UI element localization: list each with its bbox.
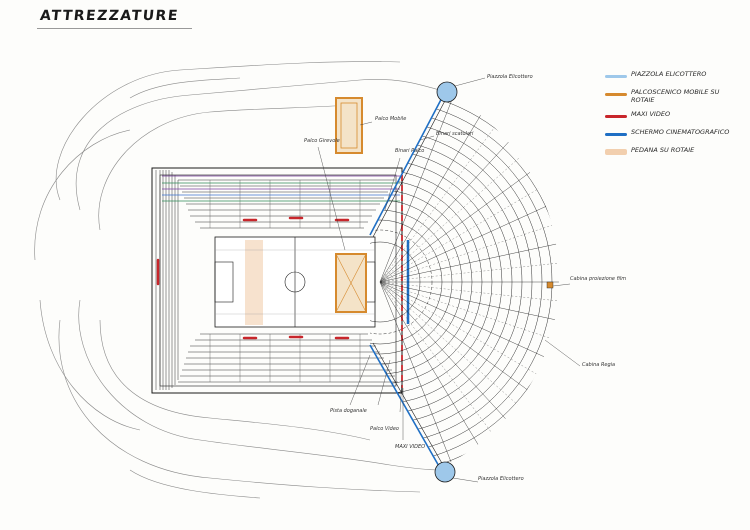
label-palco-girevole: Palco Girevole <box>304 138 340 144</box>
legend-swatch-mobile-stage <box>605 93 627 96</box>
helipad-bottom <box>434 461 456 483</box>
label-maxi-video: MAXI VIDEO <box>395 444 425 450</box>
label-cabina-regia: Cabina Regia <box>582 362 615 368</box>
legend-label-maxi-video: MAXI VIDEO <box>631 110 671 118</box>
rail-lines <box>162 175 400 202</box>
legend: PIAZZOLA ELICOTTERO PALCOSCENICO MOBILE … <box>605 70 745 164</box>
label-palco-mobile: Palco Mobile <box>375 116 406 122</box>
revolving-stage <box>335 253 367 313</box>
label-binari-rotaie: Binari Palco <box>395 148 424 154</box>
label-binari-scatolari: Binari scatolari <box>436 131 474 137</box>
legend-label-platform: PEDANA SU ROTAIE <box>631 146 695 154</box>
legend-label-helipad: PIAZZOLA ELICOTTERO <box>631 70 707 78</box>
legend-swatch-platform <box>605 149 627 155</box>
label-cabina-proiezione: Cabina proiezione film <box>570 276 626 282</box>
label-pista-dogana: Pista doganale <box>330 408 367 414</box>
legend-item-maxi-video: MAXI VIDEO <box>605 110 745 126</box>
legend-item-cinema-screen: SCHERMO CINEMATOGRAFICO <box>605 128 745 144</box>
maxi-video-markers <box>156 216 350 340</box>
annotations: Piazzola Elicottero Piazzola Elicottero … <box>304 74 626 482</box>
legend-swatch-maxi-video <box>605 115 627 118</box>
movable-platform-shape <box>245 240 263 325</box>
legend-label-mobile-stage: PALCOSCENICO MOBILE SU ROTAIE <box>631 88 720 104</box>
legend-swatch-cinema-screen <box>605 133 627 136</box>
terrain-contours <box>34 61 441 499</box>
legend-item-platform: PEDANA SU ROTAIE <box>605 146 745 162</box>
legend-label-cinema-screen: SCHERMO CINEMATOGRAFICO <box>631 128 730 136</box>
projection-cabin <box>546 281 554 289</box>
legend-item-mobile-stage: PALCOSCENICO MOBILE SU ROTAIE <box>605 88 745 108</box>
legend-item-helipad: PIAZZOLA ELICOTTERO <box>605 70 745 86</box>
fan-edge-rails <box>369 91 446 469</box>
title-underline <box>37 28 192 29</box>
label-heli-top: Piazzola Elicottero <box>487 74 533 80</box>
arena-structure <box>151 167 403 394</box>
label-palco-video: Palco Video <box>370 426 399 432</box>
mobile-stage <box>335 97 363 154</box>
helipad-top <box>436 81 458 103</box>
legend-swatch-helipad <box>605 75 627 78</box>
label-heli-bottom: Piazzola Elicottero <box>478 476 524 482</box>
leader-lines <box>317 77 581 483</box>
